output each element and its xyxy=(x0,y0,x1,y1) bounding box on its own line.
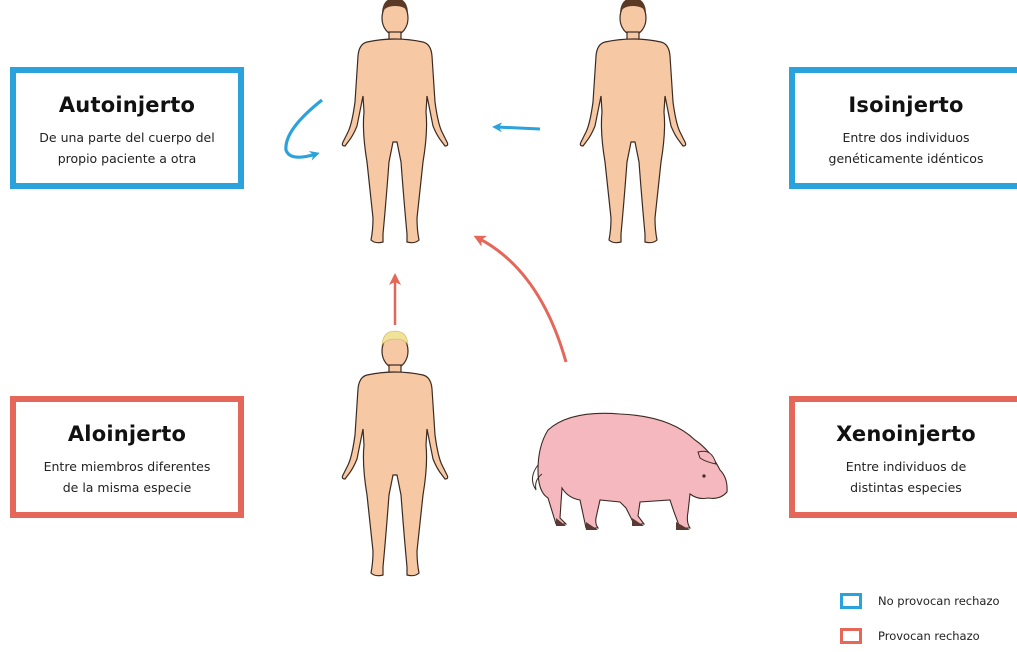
human-twin xyxy=(580,0,685,243)
autoinjerto-box: Autoinjerto De una parte del cuerpo del … xyxy=(10,67,244,189)
pig-donor xyxy=(532,413,727,530)
legend-no-rejection-label: No provocan rechazo xyxy=(878,594,1000,608)
xenoinjerto-description: Entre individuos de distintas especies xyxy=(795,456,1017,498)
autoinjerto-description: De una parte del cuerpo del propio pacie… xyxy=(16,127,238,169)
aloinjerto-box: Aloinjerto Entre miembros diferentes de … xyxy=(10,396,244,518)
isoinjerto-box: Isoinjerto Entre dos individuos genética… xyxy=(789,67,1017,189)
xenoinjerto-title: Xenoinjerto xyxy=(795,422,1017,446)
human-recipient xyxy=(342,0,447,243)
legend-no-rejection: No provocan rechazo xyxy=(840,593,1000,609)
autoinjerto-title: Autoinjerto xyxy=(16,93,238,117)
isoinjerto-description: Entre dos individuos genéticamente idént… xyxy=(795,127,1017,169)
pig-eye xyxy=(702,474,705,477)
pig-body xyxy=(538,413,727,528)
legend-swatch-blue xyxy=(840,593,862,609)
legend-rejection-label: Provocan rechazo xyxy=(878,629,980,643)
isoinjerto-title: Isoinjerto xyxy=(795,93,1017,117)
autograft-arrow xyxy=(286,100,322,157)
aloinjerto-description: Entre miembros diferentes de la misma es… xyxy=(16,456,238,498)
human-donor xyxy=(342,331,447,576)
legend-rejection: Provocan rechazo xyxy=(840,628,980,644)
xenograft-arrow xyxy=(478,238,566,362)
aloinjerto-title: Aloinjerto xyxy=(16,422,238,446)
legend-swatch-red xyxy=(840,628,862,644)
isograft-arrow xyxy=(496,127,540,129)
xenoinjerto-box: Xenoinjerto Entre individuos de distinta… xyxy=(789,396,1017,518)
